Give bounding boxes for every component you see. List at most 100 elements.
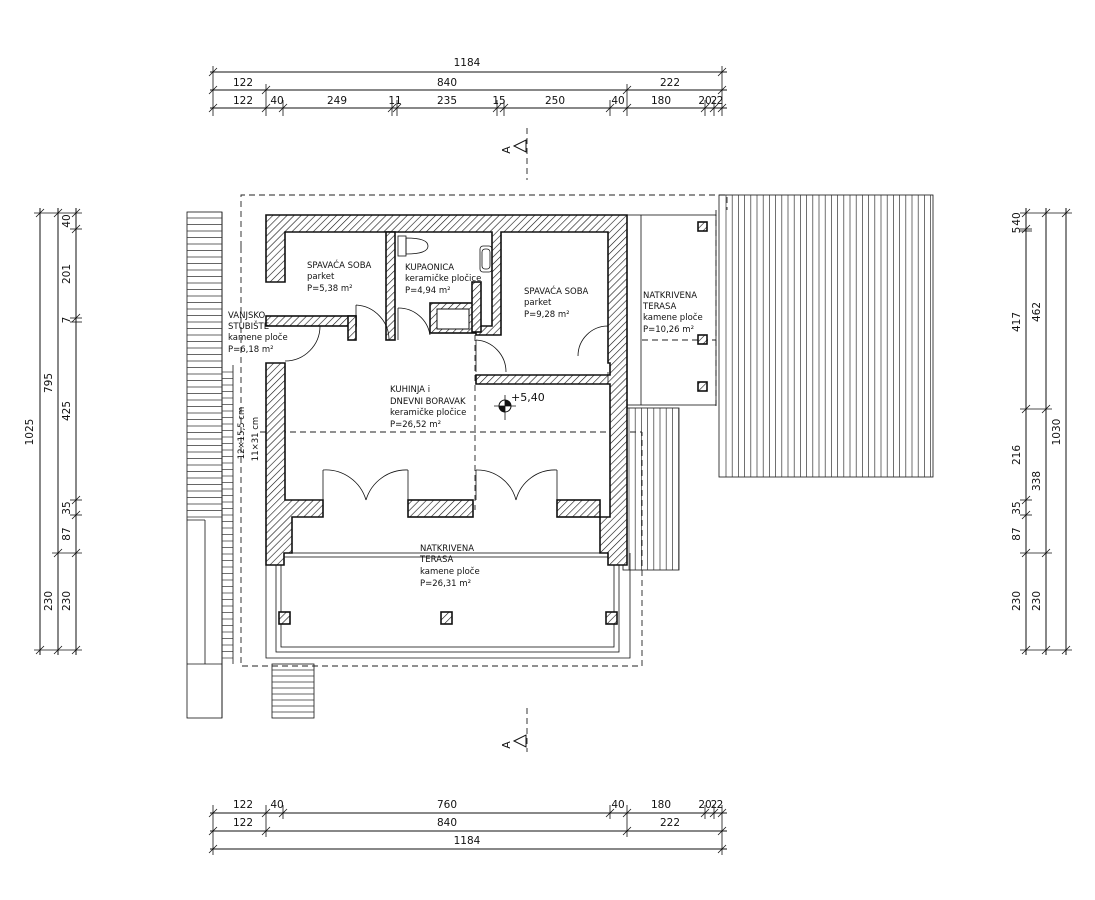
room-outdoor-stairs: VANJSKO STUBIŠTE kamene ploče P=6,18 m²	[228, 311, 288, 355]
outdoor-staircase	[186, 211, 315, 719]
room-bedroom2-floor: parket	[524, 298, 552, 308]
deck-steps	[628, 408, 679, 570]
dim-left-inner-0: 40	[61, 214, 73, 227]
room-bedroom-2: SPAVAĆA SOBA parket P=9,28 m²	[524, 285, 589, 320]
dim-top-total: 1184	[454, 57, 481, 69]
dim-top-r3-5: 15	[492, 95, 505, 107]
dim-bottom-r1-3: 40	[611, 799, 624, 811]
room-terrace-main-l3: kamene ploče	[420, 566, 480, 577]
dim-bottom-r1-4: 180	[651, 799, 671, 811]
dim-top-r3-3: 11	[388, 95, 401, 107]
dim-left-inner-2: 7	[61, 317, 73, 324]
dim-right-outer-0: 462	[1031, 302, 1043, 322]
dim-top-r3-0: 122	[233, 95, 253, 107]
dim-bottom-r1-0: 122	[233, 799, 253, 811]
dim-right-inner-6: 87	[1011, 527, 1023, 540]
room-kitchen-l3: keramičke pločice	[390, 407, 466, 418]
room-kitchen-living: KUHINJA i DNEVNI BORAVAK keramičke ploči…	[390, 385, 466, 430]
room-terrace-main: NATKRIVENA TERASA kamene ploče P=26,31 m…	[419, 544, 480, 589]
dim-right-inner-8: 230	[1031, 591, 1043, 611]
right-deck	[622, 194, 934, 571]
level-mark-text: +5,40	[511, 391, 545, 404]
level-marker-icon	[494, 395, 516, 420]
deck-boards	[725, 195, 931, 477]
dim-right-inner-1: 5	[1011, 227, 1023, 234]
stair-treads-bottom	[272, 669, 314, 713]
dim-bottom-total: 1184	[454, 835, 481, 847]
dim-right-inner-3: 216	[1011, 445, 1023, 465]
dim-bottom-r2-0: 122	[233, 817, 253, 829]
room-bedroom1-name: SPAVAĆA SOBA	[307, 259, 372, 271]
dim-left-inner-3: 425	[61, 401, 73, 421]
room-terrace-right-l2: TERASA	[642, 302, 676, 312]
dim-left-total: 1025	[24, 419, 36, 446]
room-bathroom: KUPAONICA keramičke pločice P=4,94 m²	[405, 263, 481, 296]
top-dimension-lines	[208, 66, 727, 116]
doors	[284, 304, 609, 501]
dim-top-r2-0: 122	[233, 77, 253, 89]
dim-top-r3-7: 40	[611, 95, 624, 107]
stair-treads-left	[187, 217, 222, 518]
room-stairs-l3: kamene ploče	[228, 332, 288, 343]
room-terrace-right-l1: NATKRIVENA	[643, 291, 697, 301]
dim-left-outer-0: 795	[43, 373, 55, 393]
room-terrace-main-l2: TERASA	[419, 555, 453, 565]
bottom-dimension-lines	[208, 805, 727, 855]
dim-top-r3-2: 249	[327, 95, 347, 107]
dim-bottom-r1-1: 40	[270, 799, 283, 811]
room-bedroom1-area: P=5,38 m²	[307, 284, 353, 294]
room-bathroom-area: P=4,94 m²	[405, 286, 451, 296]
dim-top-r2-2: 222	[660, 77, 680, 89]
room-kitchen-l4: P=26,52 m²	[390, 420, 441, 430]
section-label-bottom: A	[500, 741, 513, 749]
room-bedroom2-area: P=9,28 m²	[524, 310, 570, 320]
left-dimension-lines	[34, 208, 82, 655]
room-terrace-right-l3: kamene ploče	[643, 312, 703, 323]
room-terrace-main-l1: NATKRIVENA	[420, 544, 474, 554]
room-terrace-main-l4: P=26,31 m²	[420, 579, 471, 589]
dim-top-r3-9: 20	[698, 95, 711, 107]
room-stairs-l1: VANJSKO	[228, 311, 265, 321]
dim-top-r3-11: 2	[717, 95, 724, 107]
section-marker-top	[512, 128, 528, 180]
dim-left-inner-1: 201	[61, 264, 73, 284]
dim-bottom-r1-6: 2	[711, 799, 718, 811]
dim-right-inner-4: 338	[1031, 471, 1043, 491]
room-bathroom-floor: keramičke pločice	[405, 273, 481, 284]
dim-top-r3-1: 40	[270, 95, 283, 107]
dim-top-r2-1: 840	[437, 77, 457, 89]
room-kitchen-l1: KUHINJA i	[390, 385, 430, 395]
dim-left-inner-5: 87	[61, 527, 73, 540]
room-kitchen-l2: DNEVNI BORAVAK	[390, 397, 466, 407]
dim-top-r3-4: 235	[437, 95, 457, 107]
room-stairs-l2: STUBIŠTE	[228, 320, 269, 332]
room-bedroom1-floor: parket	[307, 272, 335, 282]
dim-top-r3-8: 180	[651, 95, 671, 107]
stair-treads-left-lower	[222, 371, 233, 659]
room-bedroom-1: SPAVAĆA SOBA parket P=5,38 m²	[307, 259, 372, 294]
dim-right-inner-0: 40	[1011, 212, 1023, 225]
dim-left-inner-4: 35	[61, 501, 73, 514]
room-terrace-right-l4: P=10,26 m²	[643, 325, 694, 335]
room-bedroom2-name: SPAVAĆA SOBA	[524, 285, 589, 297]
dim-bottom-r1-5: 20	[698, 799, 711, 811]
room-bathroom-name: KUPAONICA	[405, 263, 454, 273]
room-stairs-l4: P=6,18 m²	[228, 345, 274, 355]
dim-bottom-r2-2: 222	[660, 817, 680, 829]
fixtures	[397, 235, 493, 273]
dim-bottom-r2-1: 840	[437, 817, 457, 829]
right-dimension-lines	[1020, 208, 1072, 655]
dim-bottom-r1-7: 2	[717, 799, 724, 811]
section-marker-bottom	[512, 708, 528, 752]
building-walls	[265, 214, 708, 625]
stair-note-1: 12×15,5 cm	[237, 407, 247, 460]
dim-left-inner-6: 230	[61, 591, 73, 611]
dim-right-inner-2: 417	[1011, 312, 1023, 332]
dim-left-outer-1: 230	[43, 591, 55, 611]
dim-right-outer-1: 1030	[1051, 419, 1063, 446]
dim-top-r3-10: 2	[711, 95, 718, 107]
dim-top-r3-6: 250	[545, 95, 565, 107]
dim-right-inner-7: 230	[1011, 591, 1023, 611]
stair-note-2: 11×31 cm	[251, 417, 261, 461]
